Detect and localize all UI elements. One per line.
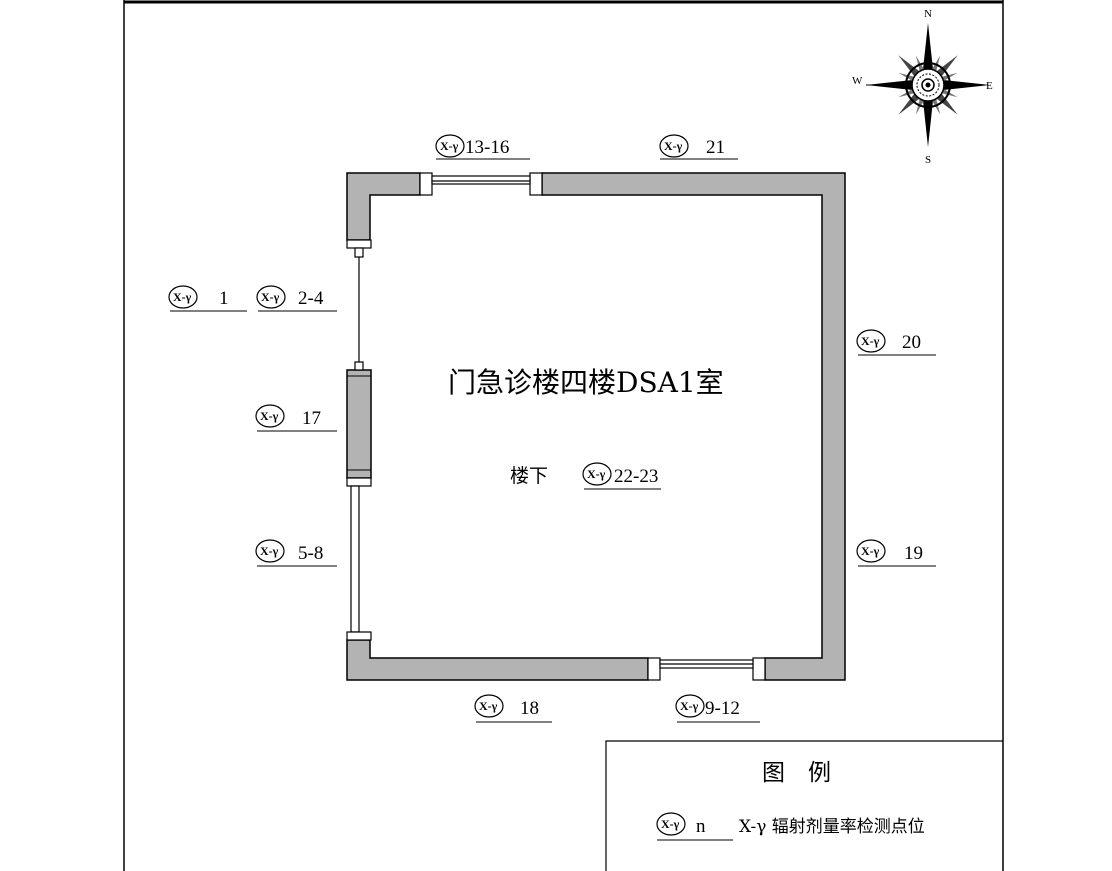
legend-title: 图 例 xyxy=(762,760,831,786)
compass-w-label: W xyxy=(852,75,863,87)
measure-point-1: X-γ 1 xyxy=(168,285,247,312)
xgamma-marker-icon: X-γ xyxy=(260,409,279,423)
measure-point-18: X-γ 18 xyxy=(474,694,552,723)
measure-point-5-8: X-γ 5-8 xyxy=(255,539,337,567)
measure-point-19: X-γ 19 xyxy=(856,539,936,567)
measure-point-22-23: X-γ 22-23 xyxy=(582,462,661,490)
point-label: 22-23 xyxy=(614,466,658,487)
room-title: 门急诊楼四楼DSA1室 xyxy=(448,366,724,399)
compass-rose: N S E W xyxy=(852,8,993,166)
xgamma-marker-icon: X-γ xyxy=(664,139,683,153)
measure-point-13-16: X-γ 13-16 xyxy=(435,134,530,160)
wall-bottom xyxy=(346,639,649,681)
point-label: 20 xyxy=(902,332,921,353)
point-label: 18 xyxy=(520,698,539,719)
openings xyxy=(346,172,766,681)
measure-point-9-12: X-γ 9-12 xyxy=(675,694,760,723)
point-label: 1 xyxy=(219,288,229,309)
xgamma-marker-icon: X-γ xyxy=(260,544,279,558)
xgamma-marker-icon: X-γ xyxy=(173,290,192,304)
wall-left-middle xyxy=(346,369,372,479)
page-frame xyxy=(123,0,1004,871)
point-label: 5-8 xyxy=(298,543,323,564)
xgamma-marker-icon: X-γ xyxy=(261,290,280,304)
point-label: 21 xyxy=(706,137,725,158)
point-label: 17 xyxy=(302,408,321,429)
xgamma-marker-icon: X-γ xyxy=(440,139,459,153)
compass-s-label: S xyxy=(925,154,931,166)
xgamma-marker-icon: X-γ xyxy=(661,817,680,831)
xgamma-marker-icon: X-γ xyxy=(680,699,699,713)
measure-point-17: X-γ 17 xyxy=(255,404,337,432)
legend: 图 例 X-γ n X-γ 辐射剂量率检测点位 xyxy=(605,740,1003,871)
point-label: 2-4 xyxy=(298,288,324,309)
legend-symbol: n xyxy=(696,816,706,837)
xgamma-marker-icon: X-γ xyxy=(587,467,606,481)
compass-e-label: E xyxy=(986,80,993,92)
wall-top-right xyxy=(541,172,846,681)
wall-top-left xyxy=(346,172,421,241)
room-walls xyxy=(346,172,846,681)
measure-point-21: X-γ 21 xyxy=(659,134,738,160)
xgamma-marker-icon: X-γ xyxy=(861,334,880,348)
point-label: 13-16 xyxy=(465,137,509,158)
point-label: 19 xyxy=(904,543,923,564)
measure-point-20: X-γ 20 xyxy=(856,329,936,356)
point-label: 9-12 xyxy=(705,698,740,719)
below-floor-label: 楼下 xyxy=(510,465,548,487)
xgamma-marker-icon: X-γ xyxy=(479,699,498,713)
compass-n-label: N xyxy=(924,8,932,20)
measure-point-2-4: X-γ 2-4 xyxy=(256,285,337,312)
legend-description: X-γ 辐射剂量率检测点位 xyxy=(739,817,925,837)
xgamma-marker-icon: X-γ xyxy=(861,544,880,558)
